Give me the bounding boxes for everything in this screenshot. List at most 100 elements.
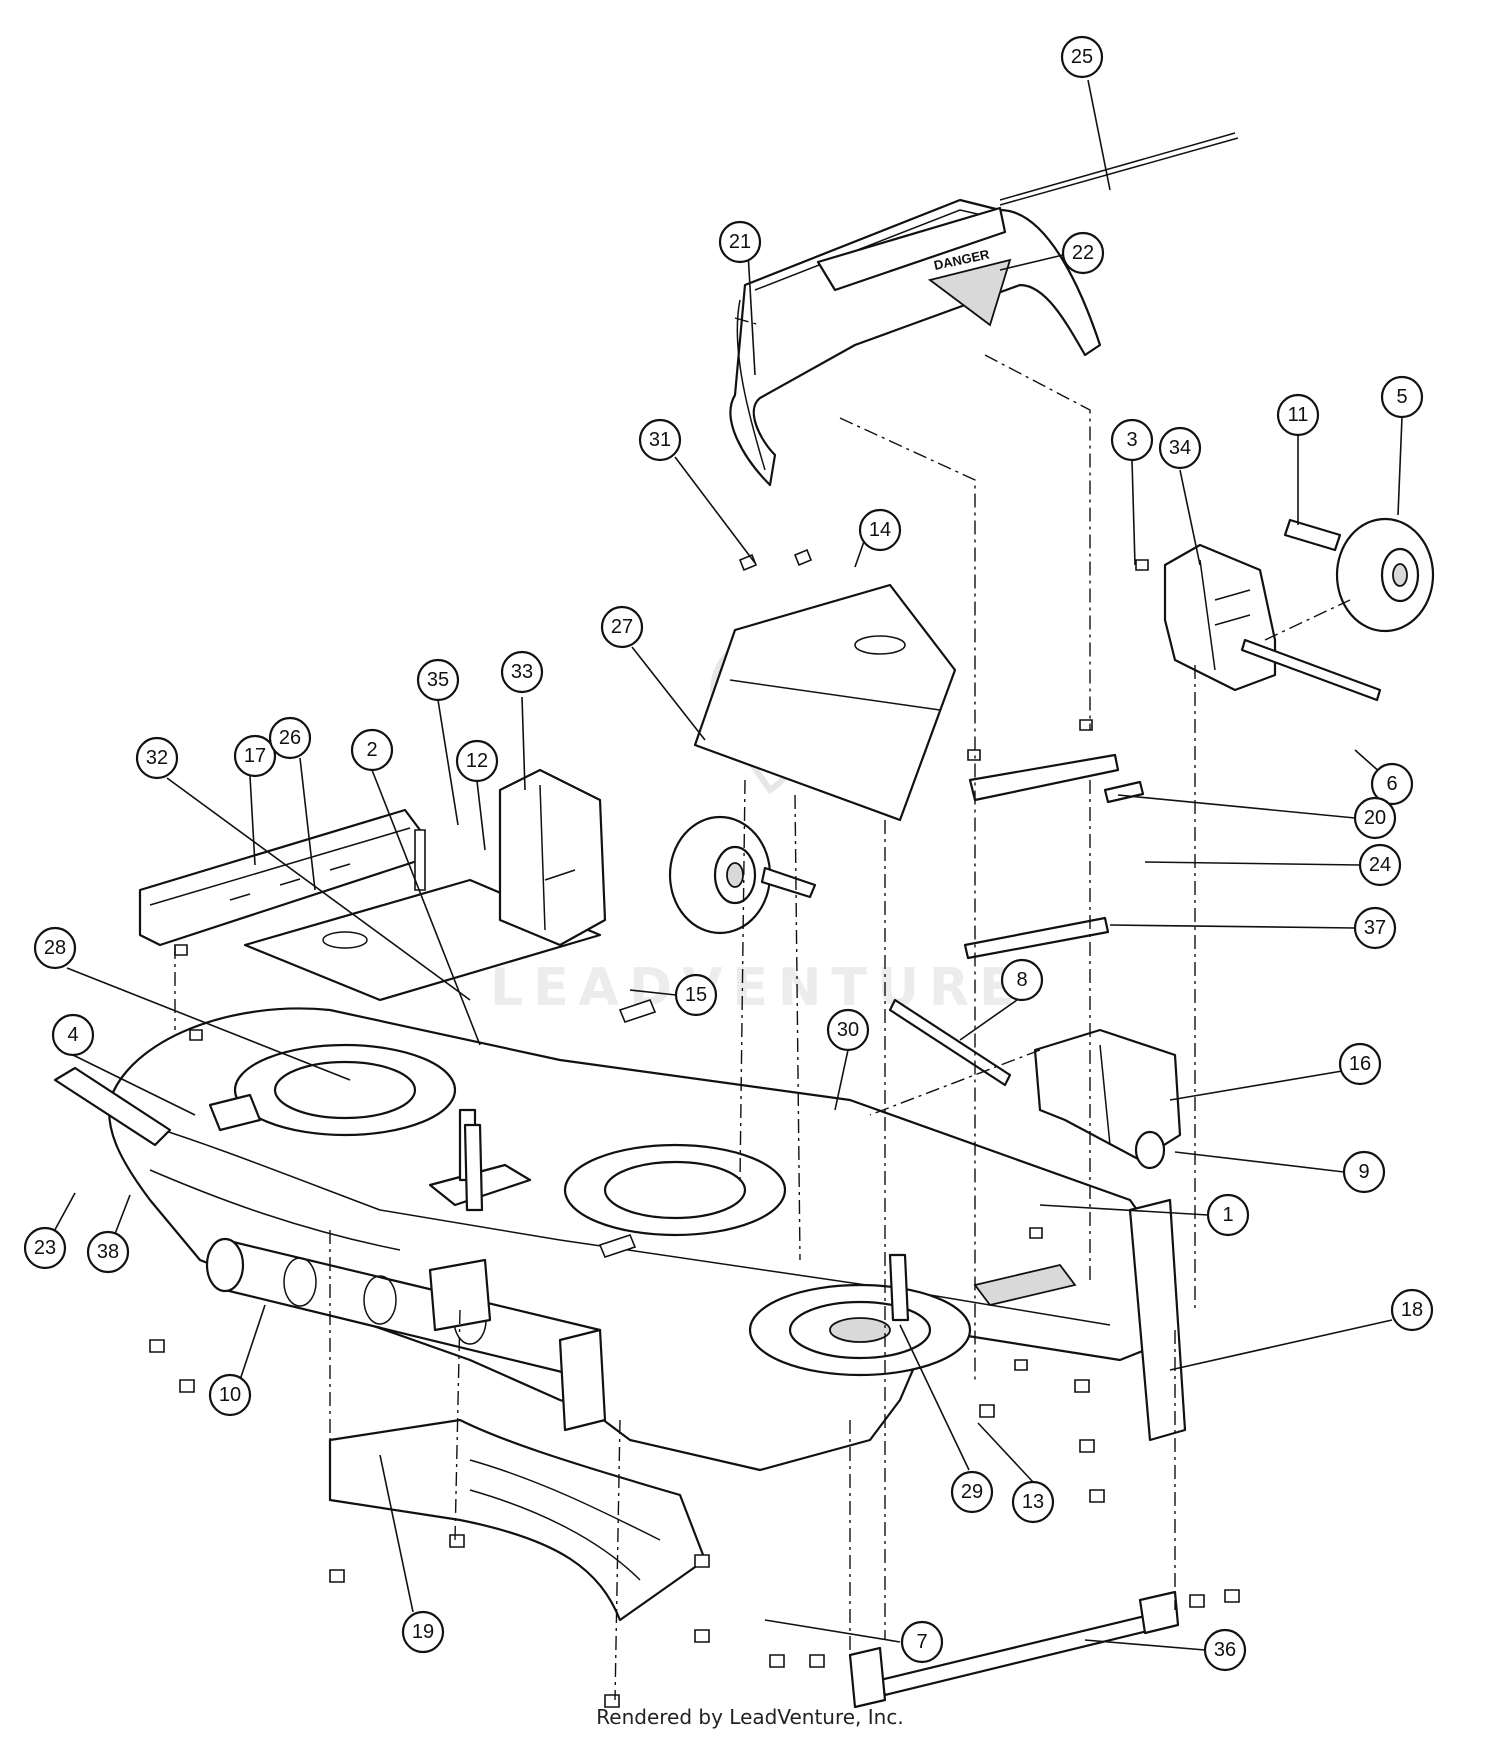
watermark-text: LEADVENTURE	[490, 958, 1025, 1018]
callout-7: 7	[900, 1620, 944, 1664]
svg-text:18: 18	[1401, 1299, 1423, 1321]
svg-text:26: 26	[279, 727, 301, 749]
idler-bracket-left	[498, 768, 607, 947]
cable	[999, 132, 1236, 201]
callout-16: 16	[1338, 1042, 1382, 1086]
callout-3: 3	[1110, 418, 1154, 462]
callout-17: 17	[233, 734, 277, 778]
callout-38: 38	[86, 1230, 130, 1274]
svg-text:25: 25	[1071, 46, 1093, 68]
center-cover-plate	[693, 548, 957, 822]
front-bar	[848, 1590, 1180, 1709]
svg-text:27: 27	[611, 616, 633, 638]
svg-text:37: 37	[1364, 917, 1386, 939]
svg-text:33: 33	[511, 661, 533, 683]
callout-8: 8	[1000, 958, 1044, 1002]
callout-11: 11	[1276, 393, 1320, 437]
svg-text:28: 28	[44, 937, 66, 959]
callout-5: 5	[1380, 375, 1424, 419]
svg-text:16: 16	[1349, 1053, 1371, 1075]
callout-31: 31	[638, 418, 682, 462]
svg-text:1: 1	[1222, 1204, 1233, 1226]
svg-text:6: 6	[1386, 773, 1397, 795]
svg-text:17: 17	[244, 745, 266, 767]
deck-side-panel	[1128, 1198, 1187, 1442]
svg-text:24: 24	[1369, 854, 1391, 876]
link-arm	[968, 753, 1120, 802]
front-axle-rod	[53, 1066, 172, 1147]
belt-cover: DANGER	[729, 198, 1102, 487]
callout-14: 14	[858, 508, 902, 552]
hardware	[149, 559, 1240, 1708]
svg-text:7: 7	[916, 1631, 927, 1653]
svg-text:36: 36	[1214, 1639, 1236, 1661]
svg-text:19: 19	[412, 1621, 434, 1643]
callout-1: 1	[1206, 1193, 1250, 1237]
callout-19: 19	[401, 1610, 445, 1654]
svg-text:14: 14	[869, 519, 891, 541]
spindle-shaft	[463, 1123, 484, 1212]
callout-9: 9	[1342, 1150, 1386, 1194]
callout-22: 22	[1061, 231, 1105, 275]
svg-text:31: 31	[649, 429, 671, 451]
callout-29: 29	[950, 1470, 994, 1514]
gauge-wheel-left	[668, 815, 817, 935]
svg-text:32: 32	[146, 747, 168, 769]
deck-bracket-right	[1033, 1028, 1182, 1170]
svg-text:3: 3	[1126, 429, 1137, 451]
svg-text:13: 13	[1022, 1491, 1044, 1513]
callout-37: 37	[1353, 906, 1397, 950]
callout-33: 33	[500, 650, 544, 694]
wheel-bolt	[1240, 638, 1382, 702]
gauge-wheel-right	[1335, 517, 1435, 633]
svg-text:38: 38	[97, 1241, 119, 1263]
callout-36: 36	[1203, 1628, 1247, 1672]
svg-text:5: 5	[1396, 386, 1407, 408]
alignment-lines	[174, 317, 1351, 1701]
callout-30: 30	[826, 1008, 870, 1052]
svg-text:9: 9	[1358, 1161, 1369, 1183]
svg-text:4: 4	[67, 1024, 78, 1046]
strap	[963, 916, 1110, 960]
svg-text:22: 22	[1072, 242, 1094, 264]
callout-35: 35	[416, 658, 460, 702]
callout-15: 15	[674, 973, 718, 1017]
footer-credit: Rendered by LeadVenture, Inc.	[596, 1705, 904, 1729]
spindle-shaft-right	[888, 1253, 910, 1322]
wheel-spacer	[1283, 518, 1342, 552]
callout-34: 34	[1158, 426, 1202, 470]
mower-deck	[108, 1007, 1172, 1472]
callout-18: 18	[1390, 1288, 1434, 1332]
svg-text:30: 30	[837, 1019, 859, 1041]
spring	[1103, 780, 1145, 804]
svg-text:23: 23	[34, 1237, 56, 1259]
baffle	[328, 1418, 707, 1622]
callout-12: 12	[455, 739, 499, 783]
callout-25: 25	[1060, 35, 1104, 79]
svg-text:10: 10	[219, 1384, 241, 1406]
watermark: LEADVENTURE	[490, 633, 1025, 1018]
svg-text:15: 15	[685, 984, 707, 1006]
callout-26: 26	[268, 716, 312, 760]
callout-24: 24	[1358, 843, 1402, 887]
svg-text:12: 12	[466, 750, 488, 772]
svg-text:11: 11	[1288, 404, 1309, 426]
callout-27: 27	[600, 605, 644, 649]
svg-text:35: 35	[427, 669, 449, 691]
callout-4: 4	[51, 1013, 95, 1057]
svg-text:8: 8	[1016, 969, 1027, 991]
callout-20: 20	[1353, 796, 1397, 840]
callout-6: 6	[1370, 762, 1414, 806]
svg-text:20: 20	[1364, 807, 1386, 829]
svg-text:34: 34	[1169, 437, 1191, 459]
svg-text:29: 29	[961, 1481, 983, 1503]
callout-32: 32	[135, 736, 179, 780]
svg-text:2: 2	[366, 739, 377, 761]
wheel-bracket-right	[1163, 543, 1277, 692]
rod	[888, 998, 1012, 1087]
callout-21: 21	[718, 220, 762, 264]
callout-10: 10	[208, 1373, 252, 1417]
roller-bar	[205, 1237, 607, 1432]
callout-2: 2	[350, 728, 394, 772]
